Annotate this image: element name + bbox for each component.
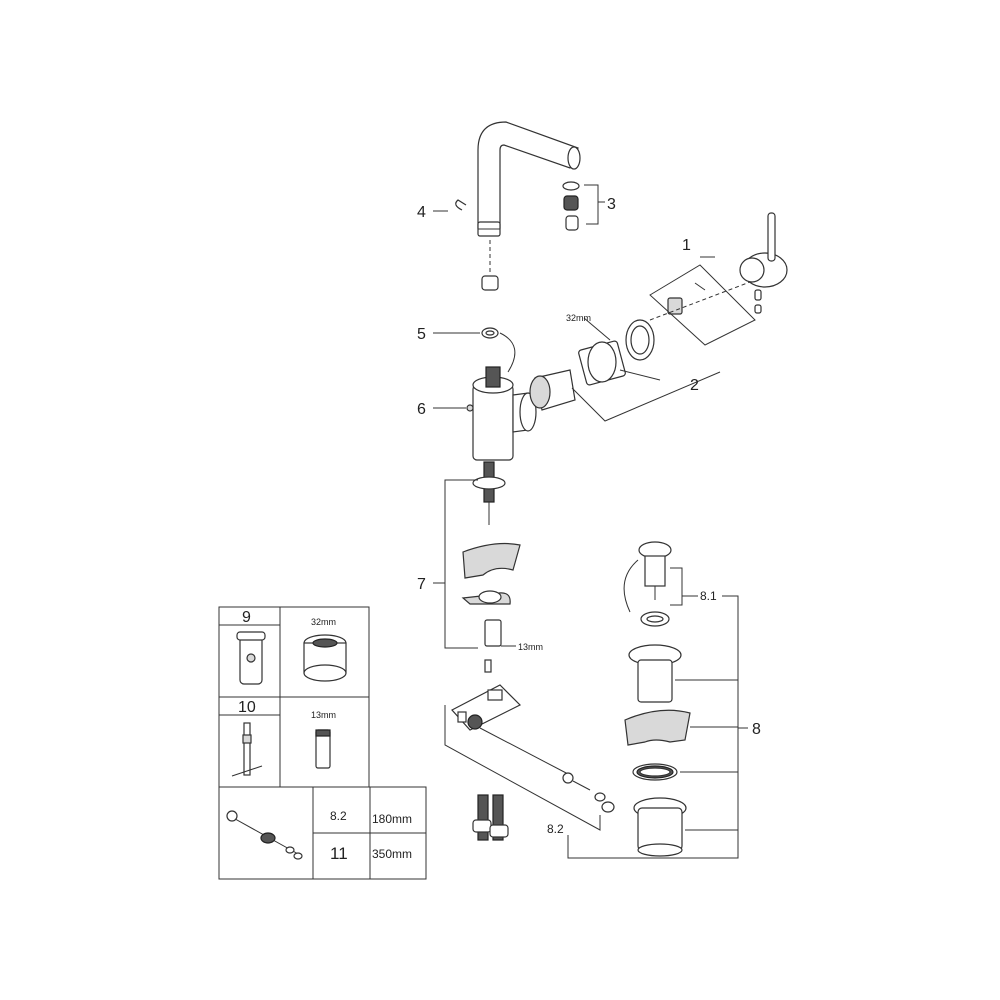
callout-1: 1 [682,237,691,254]
legend-table: 9 32mm 10 13mm [218,606,427,880]
dimension-32mm: 32mm [566,313,591,323]
o-ring [433,327,516,373]
callout-2: 2 [690,377,699,394]
fixing-set [433,461,521,673]
callout-6: 6 [417,401,426,418]
lever-handle [649,212,788,346]
callout-4: 4 [417,204,426,221]
socket-13mm-icon [315,729,331,769]
nut-32mm-icon [303,634,347,682]
connection-hoses [472,794,509,841]
tool-10-dimension: 13mm [311,710,336,720]
rod-table-length-0: 180mm [372,812,412,826]
retaining-clip [433,199,467,212]
callout-8-2: 8.2 [547,822,564,836]
tool-10-number: 10 [238,699,256,716]
rod-table-length-1: 350mm [372,847,412,861]
dimension-13mm: 13mm [518,642,543,652]
pull-rod-icon [226,810,303,860]
pop-up-linkage [444,684,615,831]
rod-table-part-1: 11 [330,844,348,863]
cartridge-assembly [529,317,721,422]
rod-table-part-0: 8.2 [330,809,347,823]
spout [477,121,581,237]
callout-7: 7 [417,576,426,593]
aerator-set [562,181,605,231]
tool-9-number: 9 [242,609,251,626]
callout-8: 8 [752,721,761,738]
cartridge-wrench-icon [236,631,266,685]
spout-insert [481,240,499,291]
callout-8-1: 8.1 [700,589,717,603]
callout-3: 3 [607,196,616,213]
faucet-body [433,366,537,461]
t-wrench-icon [231,722,263,777]
callout-5: 5 [417,326,426,343]
tool-9-dimension: 32mm [311,617,336,627]
waste-set [567,541,748,859]
